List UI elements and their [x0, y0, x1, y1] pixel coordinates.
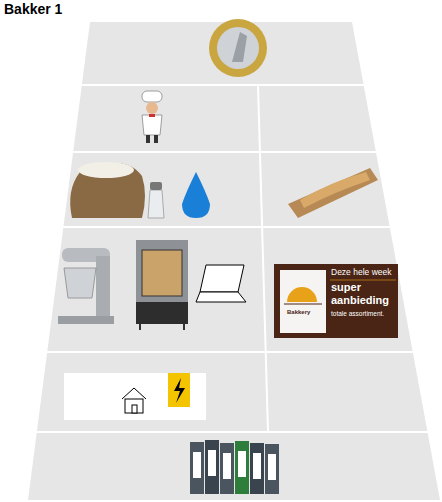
euro-coin	[209, 19, 267, 77]
row-dividers	[0, 85, 442, 432]
diagram-title: Bakker 1	[4, 2, 62, 17]
canvas-ground	[28, 22, 440, 500]
mixer-icon	[58, 248, 114, 324]
chef-figure	[142, 91, 162, 143]
advert-text: totale assortiment.	[331, 310, 384, 317]
utilities-icons	[64, 373, 206, 420]
oven-icon	[136, 240, 188, 330]
logo-text: Bakkery	[287, 309, 310, 316]
advert-text: Deze hele week	[331, 268, 391, 277]
bread-bag	[288, 168, 378, 218]
binders-icon	[190, 440, 279, 494]
laptop-icon	[196, 265, 246, 302]
advert-panel	[274, 264, 398, 338]
ingredients-icons	[70, 162, 210, 218]
advert-text: aanbieding	[331, 294, 389, 306]
advert-text: super	[331, 281, 361, 293]
